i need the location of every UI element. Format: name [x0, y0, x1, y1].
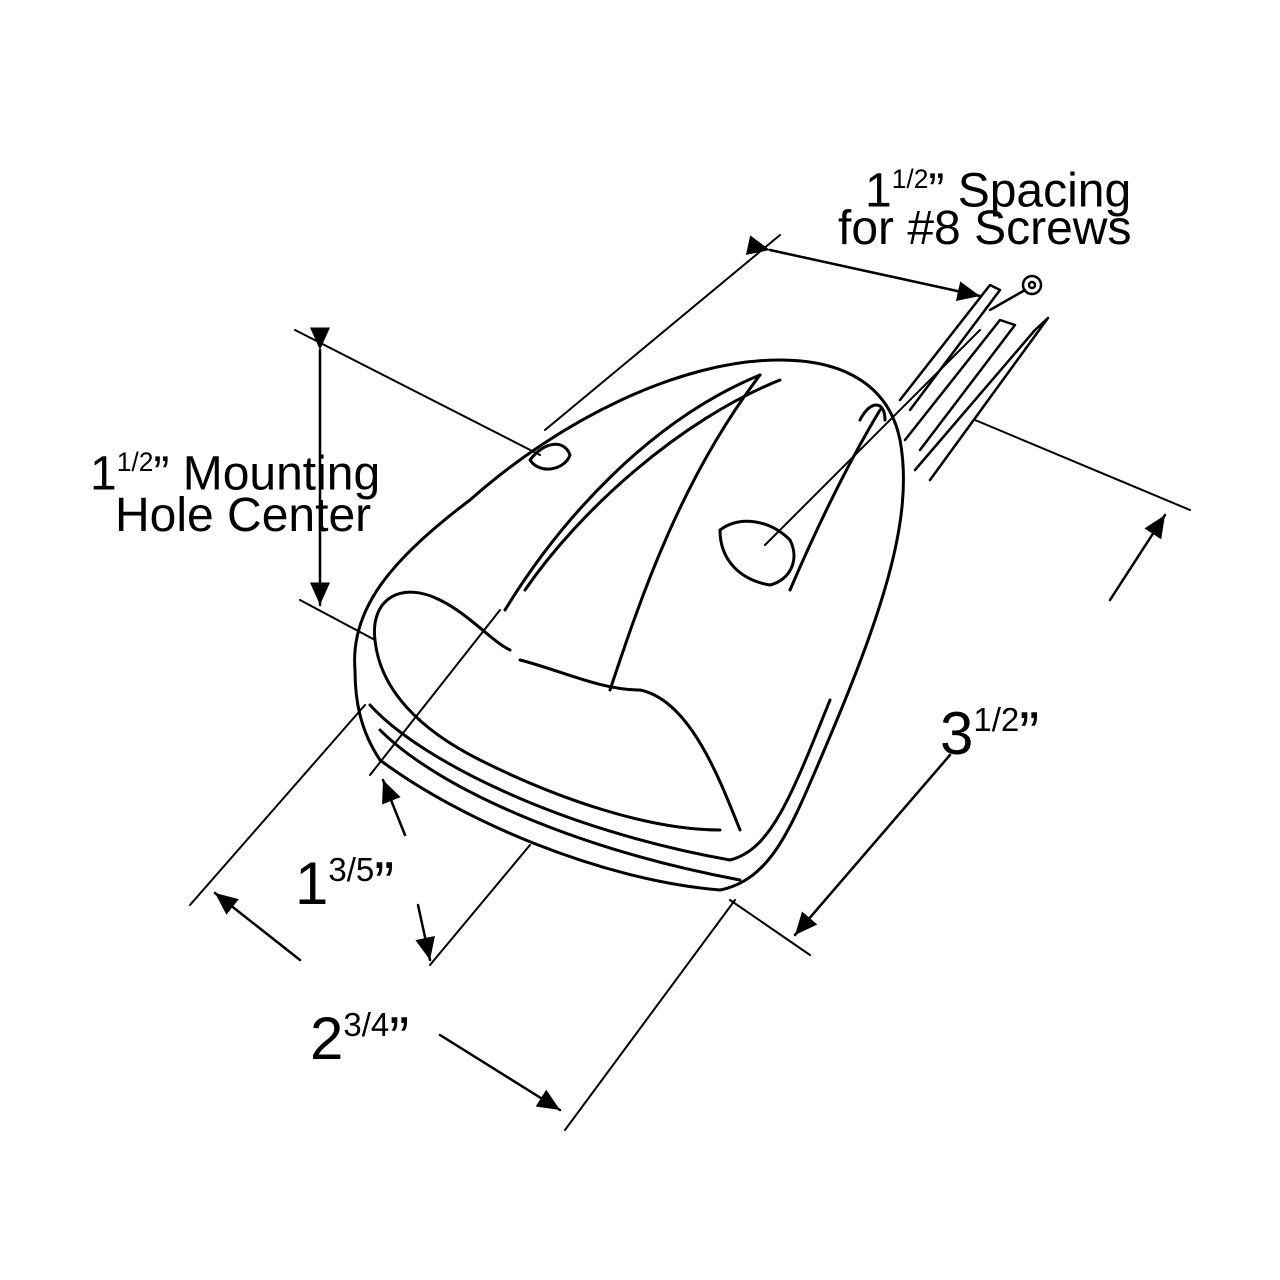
extension-lines: [189, 234, 1191, 1131]
width-label: 23/4”: [310, 995, 409, 1069]
dimension-arrows: [213, 235, 1167, 1112]
spacing-dimension: [745, 235, 982, 301]
ring-terminal: [1021, 274, 1043, 296]
mounting-frac: 1/2: [116, 447, 154, 477]
width-frac: 3/4: [343, 1006, 390, 1043]
width-dimension-right: [438, 1033, 562, 1112]
width-whole: 2: [310, 1005, 344, 1073]
height-dimension-lower: [415, 903, 435, 962]
height-dimension-upper: [381, 778, 407, 837]
spacing-frac: 1/2: [891, 164, 929, 194]
lamp-body: [353, 329, 981, 892]
spacing-rest: ” Spacing: [928, 164, 1132, 218]
mounting-whole: 1: [90, 447, 117, 501]
length-dimension-lower: [793, 753, 952, 937]
length-dimension-upper: [1108, 513, 1167, 602]
spacing-whole: 1: [865, 164, 892, 218]
height-frac: 3/5: [328, 851, 375, 888]
height-rest: ”: [374, 850, 395, 918]
width-rest: ”: [389, 1005, 410, 1073]
mounting-rest: ” Mounting: [153, 447, 381, 501]
wires: [898, 274, 1050, 482]
spacing-label: 11/2” Spacing: [865, 155, 1131, 215]
length-label: 31/2”: [940, 690, 1039, 764]
spacing-label-line2: for #8 Screws: [838, 202, 1132, 255]
length-rest: ”: [1019, 700, 1040, 768]
length-frac: 1/2: [973, 701, 1020, 738]
mounting-label: 11/2” Mounting: [90, 438, 380, 498]
height-whole: 1: [295, 850, 329, 918]
width-dimension-left: [213, 891, 302, 962]
length-whole: 3: [940, 700, 974, 768]
height-label: 13/5”: [295, 840, 394, 914]
mounting-label-line2: Hole Center: [115, 489, 372, 542]
